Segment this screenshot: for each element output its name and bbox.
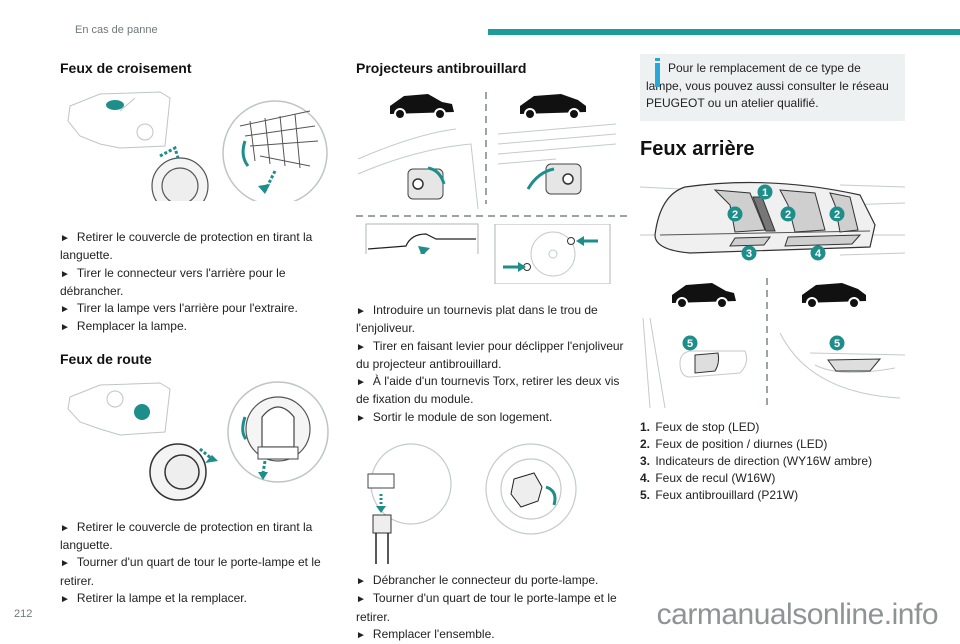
heading-fog-lamps: Projecteurs antibrouillard — [356, 60, 527, 76]
legend-item: 3. Indicateurs de direction (WY16W ambre… — [640, 453, 873, 468]
bullet-arrow-icon: ► — [356, 306, 366, 317]
step: ►Retirer le couvercle de protection en t… — [60, 519, 313, 553]
callout-badge-5: 5 — [829, 335, 845, 350]
bullet-arrow-icon: ► — [356, 629, 366, 641]
legend-item: 4. Feux de recul (W16W) — [640, 471, 776, 486]
step: ►Tirer en faisant levier pour déclipper … — [356, 338, 624, 371]
svg-text:3: 3 — [746, 248, 752, 260]
callout-badge-2: 2 — [829, 206, 845, 221]
step: ►Tourner d'un quart de tour le porte-lam… — [356, 591, 617, 624]
svg-text:5: 5 — [687, 338, 693, 350]
legend-item: 1. Feux de stop (LED) — [640, 419, 760, 434]
info-icon — [655, 58, 660, 87]
bullet-arrow-icon: ► — [356, 341, 366, 353]
low-beam-cover-highlight — [106, 100, 124, 110]
callout-badge-3: 3 — [741, 245, 757, 260]
car-silhouette-icon — [672, 282, 736, 309]
column-1: Feux de croisement ►Retirer le couvercle… — [60, 56, 335, 608]
bullet-arrow-icon: ► — [356, 412, 366, 424]
step: ►Sortir le module de son logement. — [356, 409, 631, 427]
step: ►Retirer la lampe et la remplacer. — [60, 590, 335, 608]
step: ►Tirer le connecteur vers l'arrière pour… — [60, 265, 286, 298]
step: ►À l'aide d'un tournevis Torx, retirer l… — [356, 374, 620, 407]
bullet-arrow-icon: ► — [60, 522, 70, 534]
svg-text:2: 2 — [834, 209, 840, 221]
heading-high-beam: Feux de route — [60, 350, 152, 367]
svg-text:2: 2 — [732, 209, 738, 221]
info-note-text: Pour le remplacement de ce type de lampe… — [646, 61, 889, 110]
bullet-arrow-icon: ► — [60, 558, 70, 570]
rear-lights-legend: 1. Feux de stop (LED) 2. Feux de positio… — [640, 419, 905, 505]
callout-badge-1: 1 — [757, 184, 773, 199]
car-silhouette-icon — [802, 282, 866, 309]
bullet-arrow-icon: ► — [60, 233, 70, 244]
rear-lights-illustration: 1 2 2 2 3 4 — [640, 175, 905, 265]
high-beam-cover-highlight — [134, 403, 150, 420]
step: ►Débrancher le connecteur du porte-lampe… — [356, 572, 631, 590]
step: ►Retirer le couvercle de protection en t… — [60, 230, 313, 263]
column-2: Projecteurs antibrouillard — [356, 56, 631, 644]
bullet-arrow-icon: ► — [356, 594, 366, 606]
svg-text:5: 5 — [834, 338, 840, 350]
fog-lamp-illustration — [356, 84, 631, 254]
svg-text:4: 4 — [815, 248, 822, 260]
info-note: Pour le remplacement de ce type de lampe… — [640, 54, 905, 121]
low-beam-steps: ►Retirer le couvercle de protection en t… — [60, 229, 335, 337]
bullet-arrow-icon: ► — [60, 304, 70, 316]
callout-badge-5: 5 — [682, 335, 698, 350]
step: ►Tourner d'un quart de tour le porte-lam… — [60, 555, 321, 588]
watermark-link[interactable]: carmanualsonline.info — [656, 598, 939, 631]
fog-lamp-steps-b: ►Débrancher le connecteur du porte-lampe… — [356, 572, 631, 644]
header-accent-bar — [488, 29, 960, 35]
fog-lamp-connector-illustration — [356, 439, 631, 565]
fog-lamp-steps-a: ►Introduire un tournevis plat dans le tr… — [356, 302, 631, 427]
column-3: Pour le remplacement de ce type de lampe… — [640, 54, 905, 505]
high-beam-steps: ►Retirer le couvercle de protection en t… — [60, 519, 335, 608]
step: ►Remplacer l'ensemble. — [356, 626, 631, 644]
fog-lamp-screws-illustration — [356, 224, 631, 284]
high-beam-illustration — [60, 377, 335, 502]
callout-badge-2: 2 — [727, 206, 743, 221]
legend-item: 2. Feux de position / diurnes (LED) — [640, 436, 828, 451]
step: ►Introduire un tournevis plat dans le tr… — [356, 303, 598, 336]
callout-badge-4: 4 — [810, 245, 826, 260]
heading-rear-lights: Feux arrière — [640, 137, 755, 160]
bullet-arrow-icon: ► — [356, 377, 366, 389]
bullet-arrow-icon: ► — [60, 268, 70, 280]
step: ►Remplacer la lampe. — [60, 318, 335, 336]
svg-text:2: 2 — [785, 209, 791, 221]
heading-low-beam: Feux de croisement — [60, 60, 192, 76]
callout-badge-2: 2 — [780, 206, 796, 221]
step: ►Tirer la lampe vers l'arrière pour l'ex… — [60, 300, 335, 318]
bullet-arrow-icon: ► — [60, 322, 70, 334]
page-number: 212 — [14, 608, 33, 620]
section-header-title: En cas de panne — [75, 24, 158, 36]
legend-item: 5. Feux antibrouillard (P21W) — [640, 488, 799, 503]
bullet-arrow-icon: ► — [60, 593, 70, 605]
bullet-arrow-icon: ► — [356, 576, 366, 588]
low-beam-illustration — [60, 86, 335, 201]
rear-fog-lights-illustration: 5 5 — [640, 273, 905, 408]
svg-text:1: 1 — [762, 187, 768, 199]
car-silhouette-icon — [520, 94, 586, 120]
car-silhouette-icon — [390, 94, 454, 120]
